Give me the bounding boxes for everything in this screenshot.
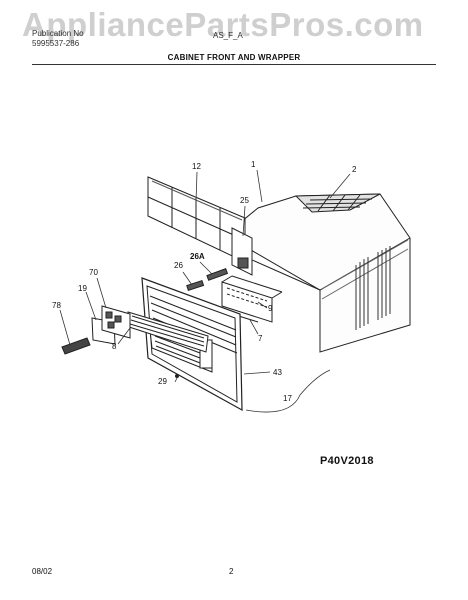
louver-grille bbox=[125, 311, 209, 353]
part-labels: 12 1 2 25 26A 26 70 19 78 9 7 8 29 43 17 bbox=[52, 160, 357, 403]
label-8: 8 bbox=[112, 342, 117, 351]
label-19: 19 bbox=[78, 284, 87, 293]
label-26: 26 bbox=[174, 261, 183, 270]
diagram-code: P40V2018 bbox=[320, 455, 374, 467]
watermark: AppliancePartsPros.com bbox=[22, 6, 424, 43]
model-number: AS_F_A bbox=[213, 31, 243, 40]
mounting-bracket bbox=[231, 227, 253, 276]
label-12: 12 bbox=[192, 162, 201, 171]
side-louvers bbox=[355, 246, 391, 330]
title-rule bbox=[32, 64, 436, 65]
page-title: CABINET FRONT AND WRAPPER bbox=[167, 53, 301, 62]
publication-label: Publication No bbox=[32, 29, 84, 38]
leader-lines bbox=[59, 169, 351, 413]
label-29: 29 bbox=[158, 377, 167, 386]
publication-number: 5995537-286 bbox=[32, 39, 80, 48]
label-1: 1 bbox=[251, 160, 256, 169]
label-17: 17 bbox=[283, 394, 292, 403]
label-9: 9 bbox=[268, 304, 273, 313]
label-25: 25 bbox=[240, 196, 249, 205]
footer-date: 08/02 bbox=[32, 567, 53, 576]
footer-page-number: 2 bbox=[229, 567, 234, 576]
control-housing bbox=[221, 275, 283, 323]
label-2: 2 bbox=[352, 165, 357, 174]
label-7: 7 bbox=[258, 334, 263, 343]
label-43: 43 bbox=[273, 368, 282, 377]
remote-control bbox=[61, 337, 91, 355]
label-26a: 26A bbox=[190, 252, 205, 261]
label-70: 70 bbox=[89, 268, 98, 277]
label-78: 78 bbox=[52, 301, 61, 310]
filter-and-frame bbox=[91, 305, 131, 345]
